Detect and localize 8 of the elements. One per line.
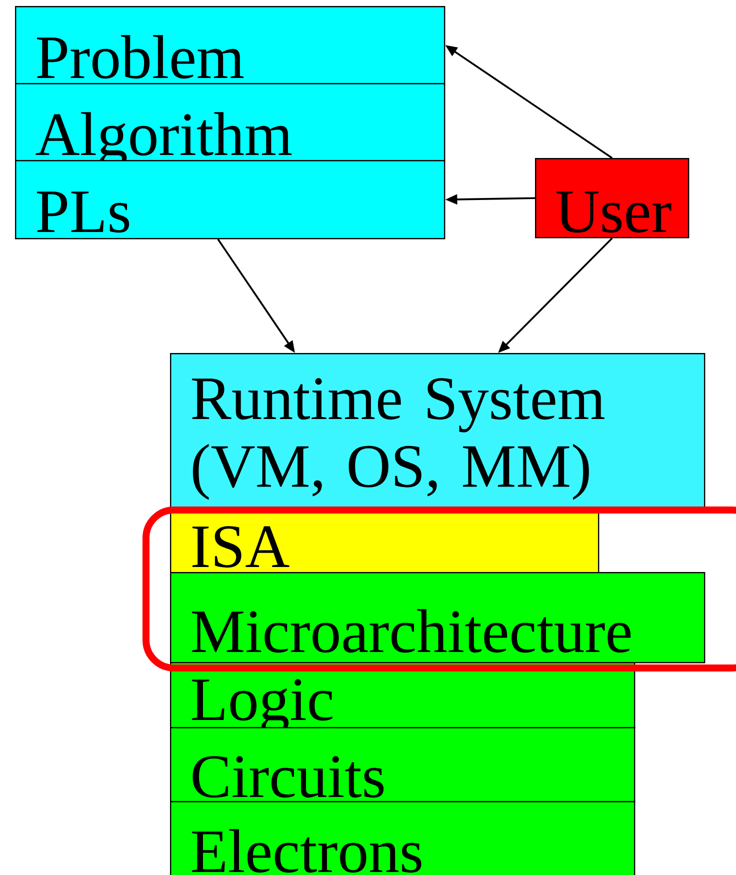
layer-box: Problem xyxy=(15,6,446,84)
layer-box: Runtime System (VM, OS, MM) xyxy=(170,353,706,512)
layer-box: PLs xyxy=(15,160,446,240)
layer-box: ISA xyxy=(170,511,600,574)
layer-box: User xyxy=(535,158,690,238)
layer-box: Electrons xyxy=(170,801,636,875)
layer-box: Circuits xyxy=(170,727,636,802)
layer-box: Microarchitecture xyxy=(170,572,706,664)
